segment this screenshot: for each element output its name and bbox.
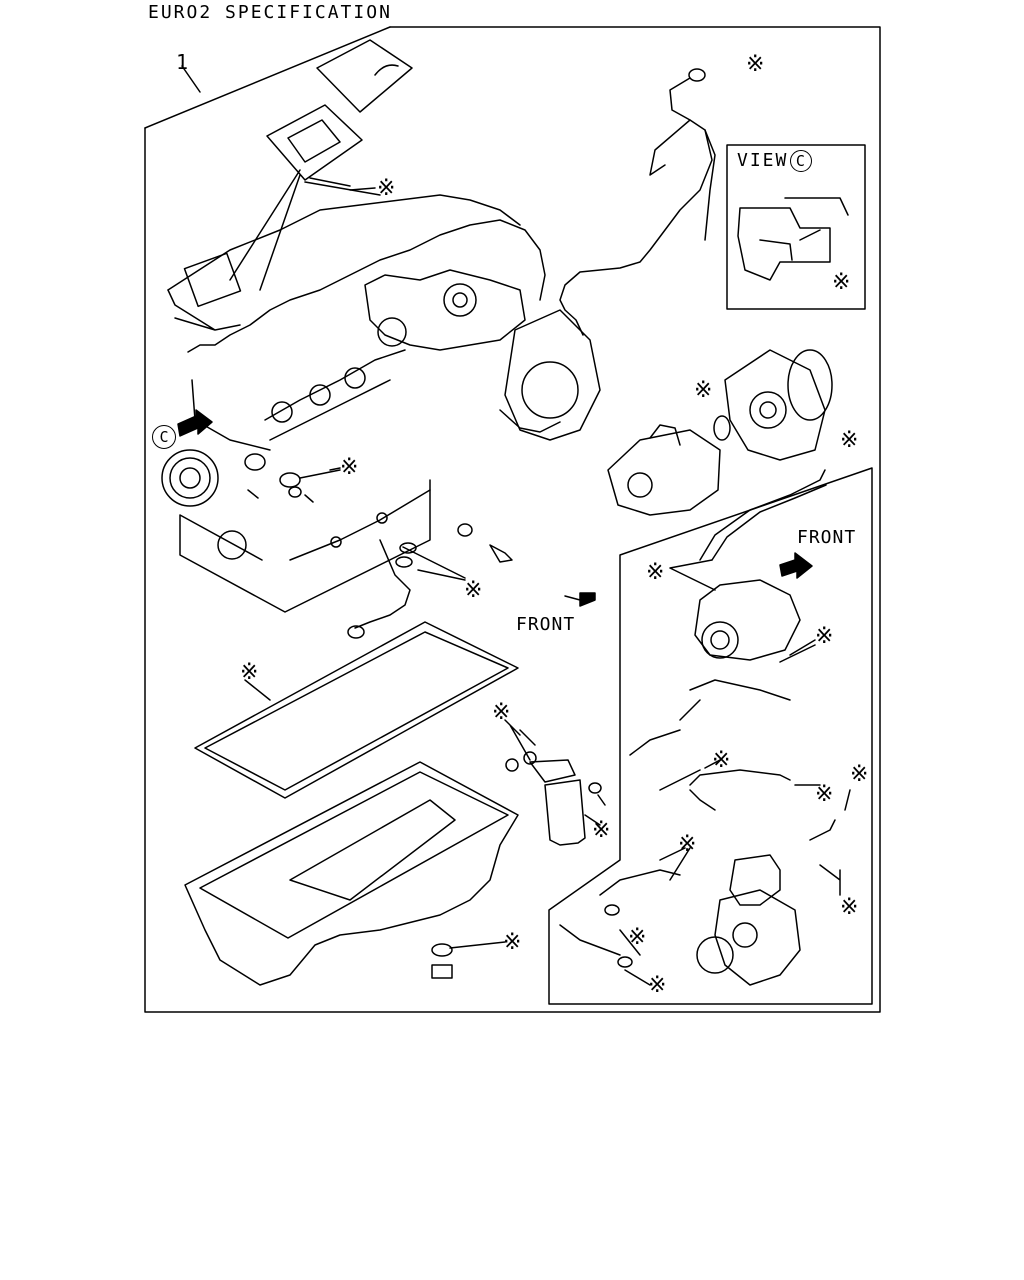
view-c-marker: C (152, 425, 176, 449)
arrow-front-inset (779, 552, 813, 579)
dipstick-tube (354, 539, 411, 629)
view-c-bracket (737, 207, 831, 281)
arrow-view-c (177, 409, 213, 437)
callout-mark: ※ (694, 378, 713, 403)
oil-pan-gasket (194, 621, 519, 799)
callout-mark: ※ (850, 762, 869, 787)
callout-mark: ※ (377, 176, 396, 201)
callout-mark: ※ (832, 270, 851, 295)
callout-mark: ※ (712, 748, 731, 773)
oil-pan (184, 761, 519, 986)
lower-pump (729, 854, 781, 906)
pump-inset-box (548, 467, 873, 1005)
turbocharger (364, 269, 526, 351)
pump-pipe-lower (559, 869, 681, 956)
kit-frame (144, 26, 881, 1013)
flywheel-housing (504, 309, 601, 441)
callout-mark: ※ (648, 973, 667, 998)
callout-mark: ※ (240, 660, 259, 685)
lower-pump-body (714, 889, 801, 986)
callout-mark: ※ (746, 52, 765, 77)
callout-mark: ※ (628, 925, 647, 950)
callout-mark: ※ (592, 818, 611, 843)
callout-mark: ※ (678, 832, 697, 857)
front-direction-label: FRONT (516, 614, 576, 635)
rocker-cover (316, 39, 413, 113)
pump-housing (694, 579, 801, 661)
view-marker-circle: C (790, 150, 813, 172)
callout-mark: ※ (815, 624, 834, 649)
callout-mark: ※ (492, 700, 511, 725)
injection-pump (607, 429, 721, 516)
crank-pulley (161, 449, 219, 507)
intake-port (183, 252, 242, 308)
gear-housing-plate (724, 349, 826, 461)
ref-leader (181, 65, 201, 93)
arrow-front-main (564, 592, 596, 607)
reference-number: 1 (176, 50, 189, 74)
pump-pipe-mid (629, 729, 791, 786)
kit-frame-top (144, 26, 391, 129)
cover-gasket (266, 104, 363, 181)
callout-mark: ※ (815, 782, 834, 807)
callout-mark: ※ (840, 428, 859, 453)
wire-harness (559, 77, 713, 336)
callout-mark: ※ (340, 455, 359, 480)
view-label-text: VIEW (737, 150, 789, 171)
oil-filter (544, 779, 586, 846)
page-title: EURO2 SPECIFICATION (148, 2, 392, 23)
pump-pipe-upper (699, 469, 827, 561)
exhaust-manifold (264, 349, 406, 441)
callout-mark: ※ (503, 930, 522, 955)
front-direction-label-inset: FRONT (797, 527, 857, 548)
callout-mark: ※ (464, 578, 483, 603)
view-c-box (726, 144, 866, 310)
callout-mark: ※ (646, 560, 665, 585)
callout-mark: ※ (840, 895, 859, 920)
